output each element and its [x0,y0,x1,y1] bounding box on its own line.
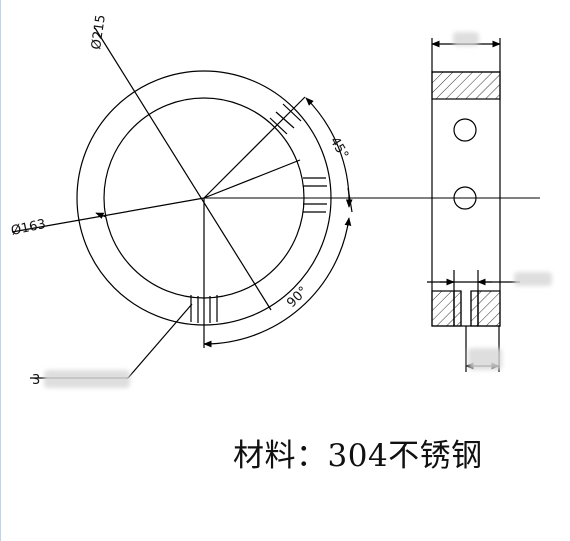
label-inner-diameter: Ø163 [10,217,47,239]
dim-line-inner-diameter [11,197,205,233]
side-hole-middle [453,186,477,210]
material-note: 材料：304不锈钢 [233,438,483,474]
dim-arc-90 [203,217,352,348]
slot-upper [269,103,302,135]
redacted-dim-slot [514,272,552,286]
hatch-bottom-left [431,290,455,327]
label-outer-diameter: Ø215 [89,14,109,51]
label-leader-prefix: 3 [32,373,40,388]
front-view [11,27,540,379]
side-view [427,38,520,372]
slot-right [303,177,327,213]
dim-line-outer-diameter [94,27,272,311]
hatch-top [431,71,501,100]
redacted-dim-top [453,32,479,46]
leader-slot [127,303,193,379]
label-angle-45: 45° [327,135,352,162]
side-outline [431,71,501,327]
side-hole-upper [453,118,477,142]
page-left-rule [0,0,1,541]
redacted-dim-bottom [468,348,502,370]
hatch-bottom-right [477,290,501,327]
redacted-leader-text [44,370,130,388]
label-angle-90: 90° [284,284,311,311]
